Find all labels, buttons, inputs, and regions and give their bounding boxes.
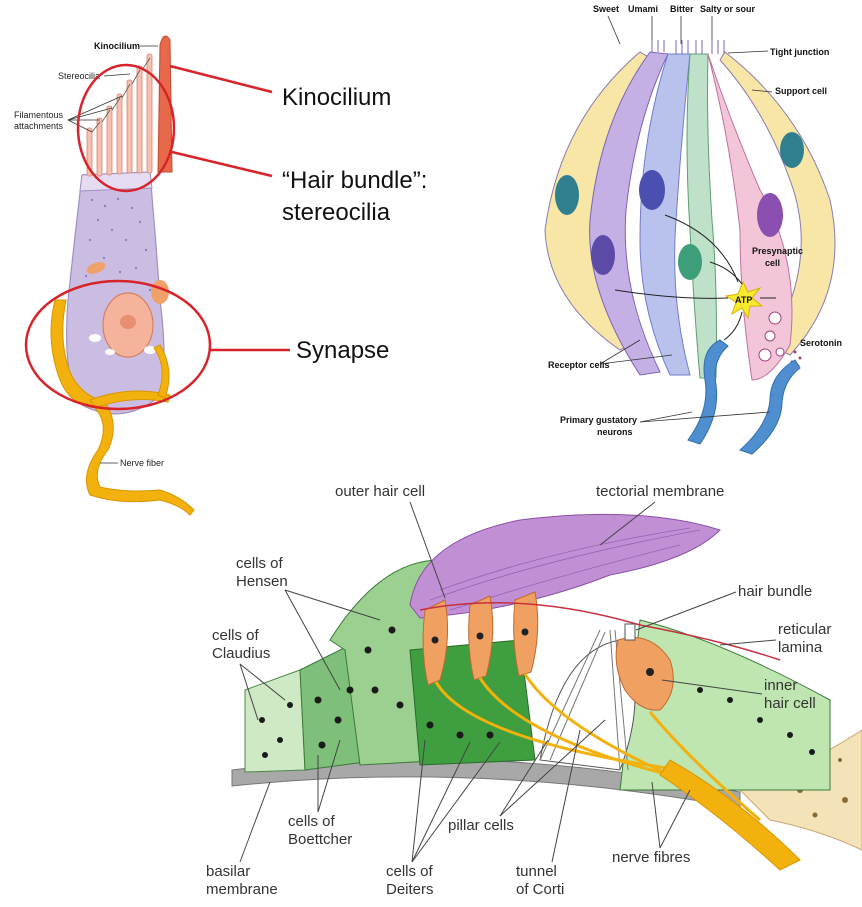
filamentous-label-line2: attachments <box>14 121 64 131</box>
support-nucleus <box>555 175 579 215</box>
mitochondrion <box>151 280 169 304</box>
microvilli <box>652 40 724 54</box>
tunnel-label-line2: of Corti <box>516 881 564 898</box>
boettcher-label-line1: cells of <box>288 813 336 830</box>
hair-bundle-callout-line2: stereocilia <box>282 199 391 226</box>
nerve-fibres-label: nerve fibres <box>612 849 690 866</box>
leader-line <box>240 782 270 862</box>
hair-cell-panel: Kinocilium Stereocilia Filamentous attac… <box>14 36 427 515</box>
ihc-nucleus <box>646 668 654 676</box>
vesicle <box>89 334 101 342</box>
tunnel-label-line1: tunnel <box>516 863 557 880</box>
vesicle <box>105 349 115 355</box>
kinocilium-small-label: Kinocilium <box>94 41 140 51</box>
filamentous-label-line1: Filamentous <box>14 110 64 120</box>
tight-junction-label: Tight junction <box>770 47 829 57</box>
gustatory-label-line2: neurons <box>597 427 633 437</box>
hair-cell-body <box>67 172 164 414</box>
taste-bitter: Bitter <box>670 4 694 14</box>
hair-bundle-callout-line1: “Hair bundle”: <box>282 167 427 194</box>
presynaptic-nucleus <box>757 193 783 237</box>
inner-hair-cell-label-line1: inner <box>764 677 797 694</box>
claudius-label-line2: Claudius <box>212 645 270 662</box>
ihc-hair-bundle <box>625 624 635 640</box>
taste-arrows <box>608 16 712 44</box>
filamentous-leaders <box>68 96 122 132</box>
leader-line <box>636 592 736 630</box>
receptor-nucleus <box>591 235 615 275</box>
claudius-label-line1: cells of <box>212 627 260 644</box>
tectorial-membrane-label: tectorial membrane <box>596 483 724 500</box>
receptor-cell-green <box>687 54 717 378</box>
hensen-label-line1: cells of <box>236 555 284 572</box>
hensen-label-line2: Hensen <box>236 573 288 590</box>
nerve-fiber-label: Nerve fiber <box>120 458 164 468</box>
tectorial-membrane <box>410 514 720 618</box>
basilar-label-line1: basilar <box>206 863 250 880</box>
nucleolus <box>120 315 136 329</box>
deiters-label-line2: Deiters <box>386 881 434 898</box>
gustatory-label-line1: Primary gustatory <box>560 415 637 425</box>
serotonin-label: Serotonin <box>800 338 842 348</box>
presynaptic-label-line1: Presynaptic <box>752 246 803 256</box>
support-nucleus <box>780 132 804 168</box>
receptor-nucleus <box>639 170 665 210</box>
atp-label: ATP <box>735 295 752 305</box>
claudius-cells <box>245 670 305 772</box>
outer-hair-cell-label: outer hair cell <box>335 483 425 500</box>
boettcher-label-line2: Boettcher <box>288 831 352 848</box>
organ-of-corti-panel: outer hair cell tectorial membrane cells… <box>206 483 862 898</box>
basilar-label-line2: membrane <box>206 881 278 898</box>
synapse-callout: Synapse <box>296 337 389 364</box>
deiters-label-line1: cells of <box>386 863 434 880</box>
receptor-cells-label: Receptor cells <box>548 360 610 370</box>
support-cell-label: Support cell <box>775 86 827 96</box>
taste-salty-sour: Salty or sour <box>700 4 756 14</box>
leader-line <box>728 51 768 53</box>
reticular-label-line1: reticular <box>778 621 831 638</box>
leader-line <box>720 640 776 645</box>
receptor-nucleus <box>678 244 702 280</box>
pillar-cells-label: pillar cells <box>448 817 514 834</box>
gustatory-neuron-left <box>688 340 728 444</box>
vesicle <box>144 346 156 354</box>
leader-line <box>104 74 130 76</box>
presynaptic-label-line2: cell <box>765 258 780 268</box>
taste-sweet: Sweet <box>593 4 619 14</box>
hair-bundle-label: hair bundle <box>738 583 812 600</box>
inner-hair-cell-label-line2: hair cell <box>764 695 816 712</box>
kinocilium-callout: Kinocilium <box>282 84 391 111</box>
reticular-label-line2: lamina <box>778 639 823 656</box>
taste-umami: Umami <box>628 4 658 14</box>
gustatory-neuron-right <box>740 360 800 454</box>
taste-bud-panel: Sweet Umami Bitter Salty or sour <box>545 4 842 454</box>
